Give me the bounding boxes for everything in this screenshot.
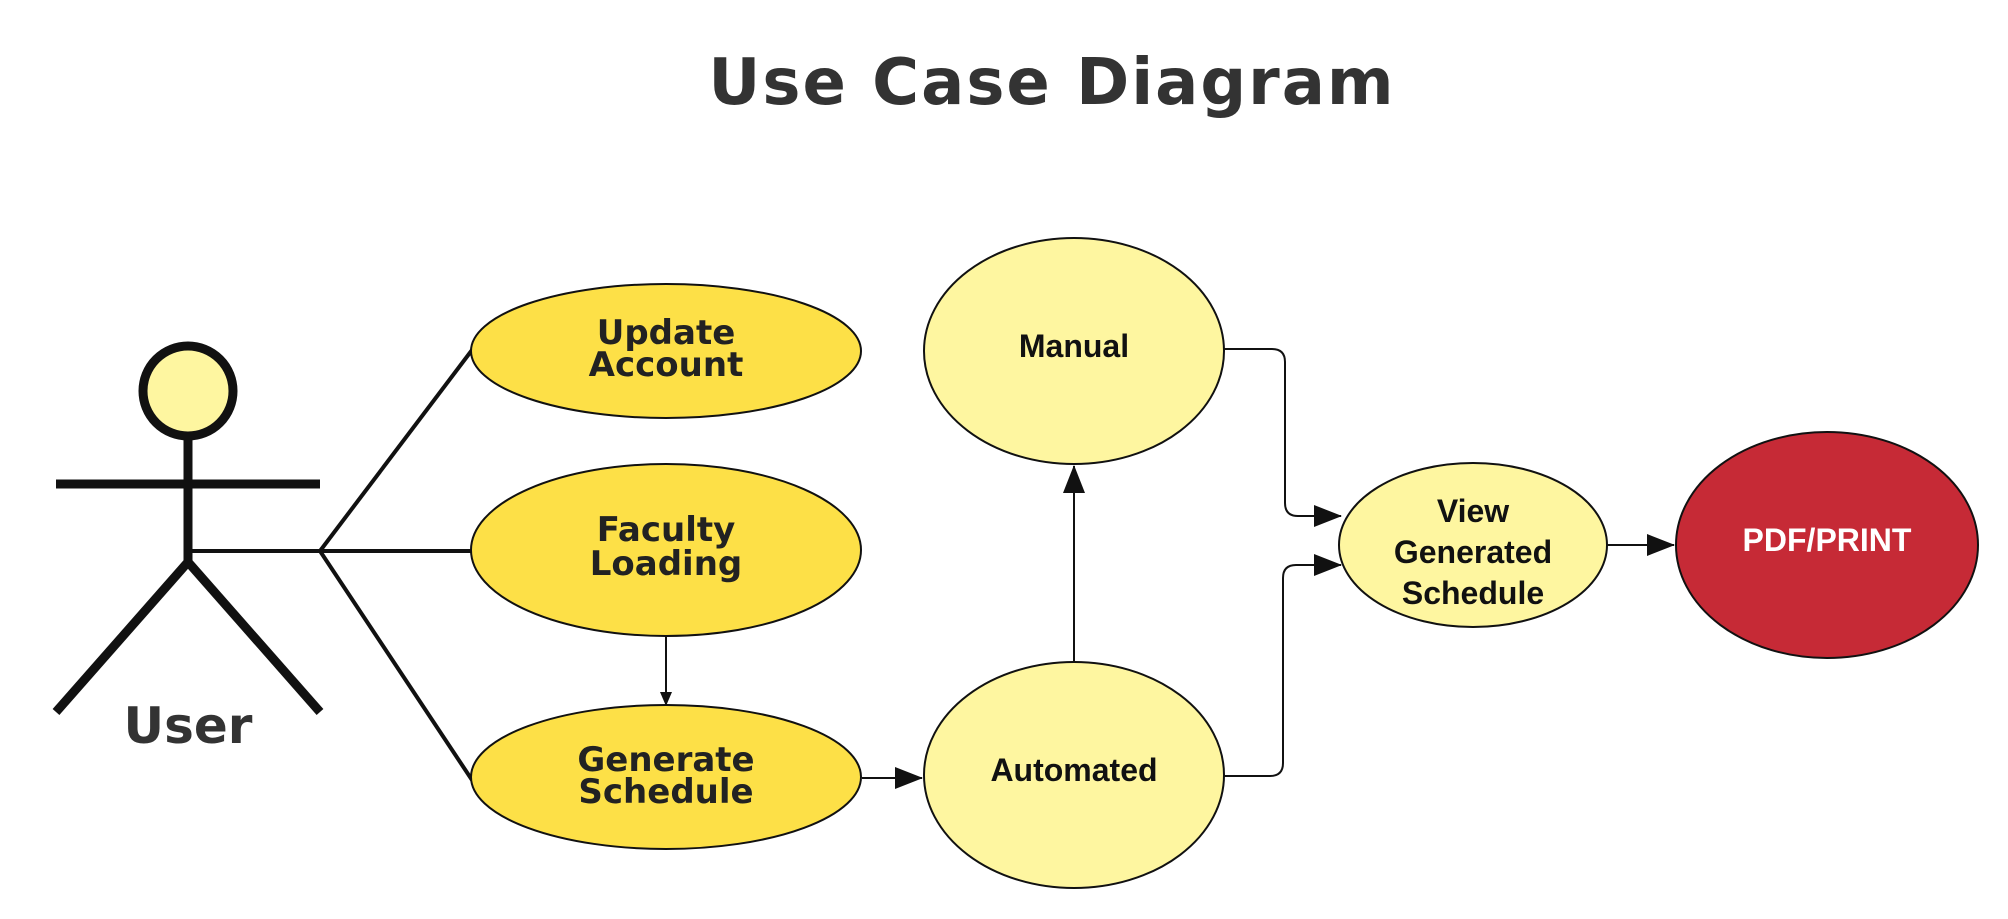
use-case-view-generated-schedule-label-line2: Generated xyxy=(1394,534,1552,570)
use-case-automated-label: Automated xyxy=(990,752,1157,788)
use-case-manual-shape xyxy=(923,237,1225,465)
actor-left-leg xyxy=(52,559,192,715)
diagram-title: Use Case Diagram xyxy=(708,46,1395,120)
use-case-generate-schedule[interactable]: Generate Schedule xyxy=(470,704,862,850)
use-case-view-generated-schedule-shape xyxy=(1338,462,1608,628)
actor-user: User xyxy=(52,341,324,755)
use-case-manual[interactable]: Manual xyxy=(923,237,1225,465)
association-update-account xyxy=(318,348,474,553)
use-case-view-generated-schedule-label-line3: Schedule xyxy=(1402,575,1544,611)
use-case-view-generated-schedule[interactable]: View Generated Schedule xyxy=(1338,462,1608,628)
actor-head xyxy=(138,341,238,441)
use-case-generate-schedule-label: Generate xyxy=(577,740,754,780)
use-case-faculty-loading-label: Faculty xyxy=(597,510,736,550)
use-case-update-account-label: Update xyxy=(597,313,736,353)
use-case-automated-shape xyxy=(923,661,1225,889)
actor-label: User xyxy=(124,697,253,755)
actor-right-leg xyxy=(184,559,324,715)
use-case-pdf-print-label: PDF/PRINT xyxy=(1743,522,1912,558)
use-case-manual-label: Manual xyxy=(1019,328,1129,364)
use-case-update-account-shape xyxy=(470,283,862,419)
use-case-faculty-loading[interactable]: Faculty Loading xyxy=(470,463,862,637)
use-case-generate-schedule-shape xyxy=(470,704,862,850)
use-case-automated[interactable]: Automated xyxy=(923,661,1225,889)
use-case-faculty-loading-label-line2: Loading xyxy=(590,544,743,584)
association-generate-schedule xyxy=(318,549,474,782)
use-case-pdf-print[interactable]: PDF/PRINT xyxy=(1675,431,1979,659)
use-case-generate-schedule-label-line2: Schedule xyxy=(578,772,753,812)
use-case-pdf-print-shape xyxy=(1675,431,1979,659)
use-case-update-account[interactable]: Update Account xyxy=(470,283,862,419)
connectors xyxy=(660,348,1675,789)
use-case-update-account-label-line2: Account xyxy=(589,345,744,385)
arrow-automated-to-view xyxy=(1224,554,1342,777)
actor-associations xyxy=(188,348,474,782)
use-case-view-generated-schedule-label: View xyxy=(1437,493,1509,529)
arrow-manual-to-view xyxy=(1224,348,1342,527)
use-case-faculty-loading-shape xyxy=(470,463,862,637)
